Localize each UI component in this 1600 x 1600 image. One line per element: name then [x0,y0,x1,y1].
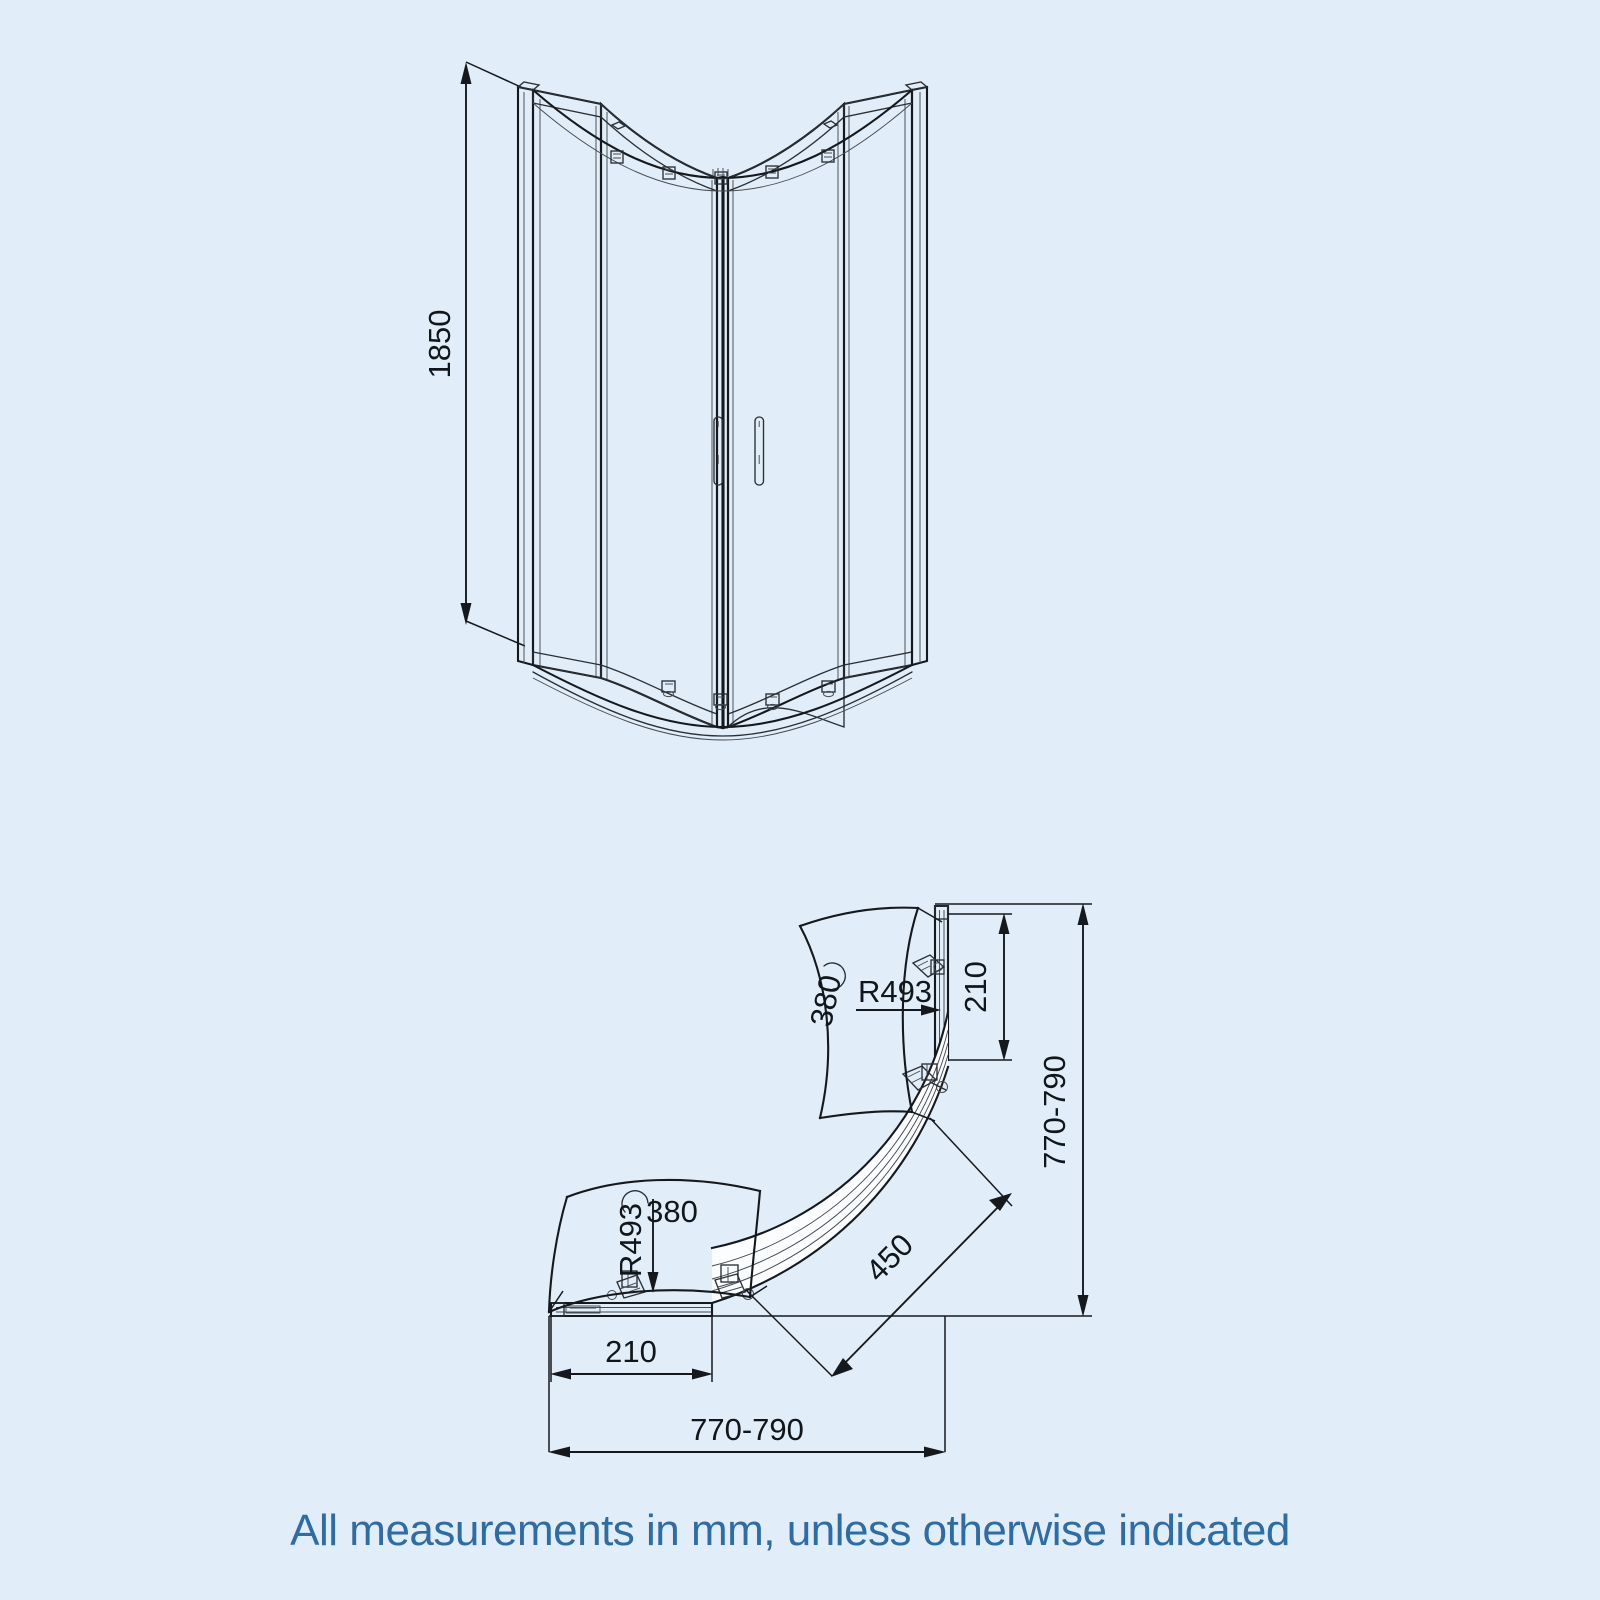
arrowhead-down [460,603,472,625]
arc-outer [710,1010,950,1250]
dimension-overall-depth: 770-790 [1037,903,1089,1317]
dimension-label-overall-width: 770-790 [690,1412,804,1447]
dimension-label-chord-bottom: 380 [646,1194,698,1229]
front-elevation-view: 1850 [422,61,929,741]
arrowhead-210-bottom-right [692,1368,713,1380]
dimension-label-height: 1850 [422,310,457,379]
door-handle-left [713,416,724,486]
roller-fitting [662,166,676,180]
arrowhead-450-upper [989,1193,1012,1211]
top-curved-frame-outline [531,88,914,180]
door-handle-right [754,416,765,486]
roller-fitting [821,680,836,698]
arrowhead-up [460,62,472,84]
dimension-label-overall-depth: 770-790 [1037,1055,1072,1169]
plan-roller-carriage-mid [901,1063,948,1093]
roller-fitting [765,693,780,711]
bottom-roller-fittings [661,680,836,711]
plan-view: 380 R493 380 R493 [547,903,1092,1458]
plan-roller-carriage-top [911,954,946,978]
arrowhead-210-right-top [998,913,1010,934]
arrowhead-width-right [924,1446,946,1458]
dimension-label-side-return-right: 210 [958,961,993,1013]
roller-fitting [765,165,779,179]
top-roller-fittings [610,120,839,185]
measurement-units-caption: All measurements in mm, unless otherwise… [290,1506,1290,1555]
roller-fitting [713,693,728,711]
arc-mid-3 [711,1054,949,1292]
enclosure-elevation-body [516,81,929,741]
bottom-curved-frame-outline [531,663,914,729]
arrowhead-450-lower [831,1358,853,1377]
arrowhead-depth-top [1077,903,1089,925]
dimension-label-radius-bottom: R493 [613,1203,648,1277]
roller-fitting [610,150,624,164]
quadrant-curved-track [710,1010,950,1305]
dimension-height-1850: 1850 [422,61,526,647]
arrowhead-width-left [548,1446,570,1458]
dimension-label-radius-top: R493 [858,974,932,1009]
arrowhead-210-bottom-left [550,1368,571,1380]
arc-mid-2 [711,1042,949,1280]
enclosure-plan-body [549,904,950,1318]
dimension-overall-width: 770-790 [548,1412,946,1458]
arc-inner [710,1065,950,1305]
callout-door-panel-bottom: 380 R493 [547,1178,768,1314]
arrowhead-radius-top [921,1004,941,1016]
arrowhead-210-right-bottom [998,1040,1010,1061]
roller-fitting [661,680,676,698]
dimension-side-return-right-210: 210 [948,913,1012,1061]
roller-fitting [821,149,835,163]
arrowhead-depth-bottom [1077,1295,1089,1317]
arrowhead-radius-bottom [647,1272,659,1293]
dimension-side-return-bottom-210: 210 [550,1303,713,1382]
dimension-label-side-return-bottom: 210 [605,1334,657,1369]
callout-door-panel-top: 380 R493 [798,906,943,1122]
